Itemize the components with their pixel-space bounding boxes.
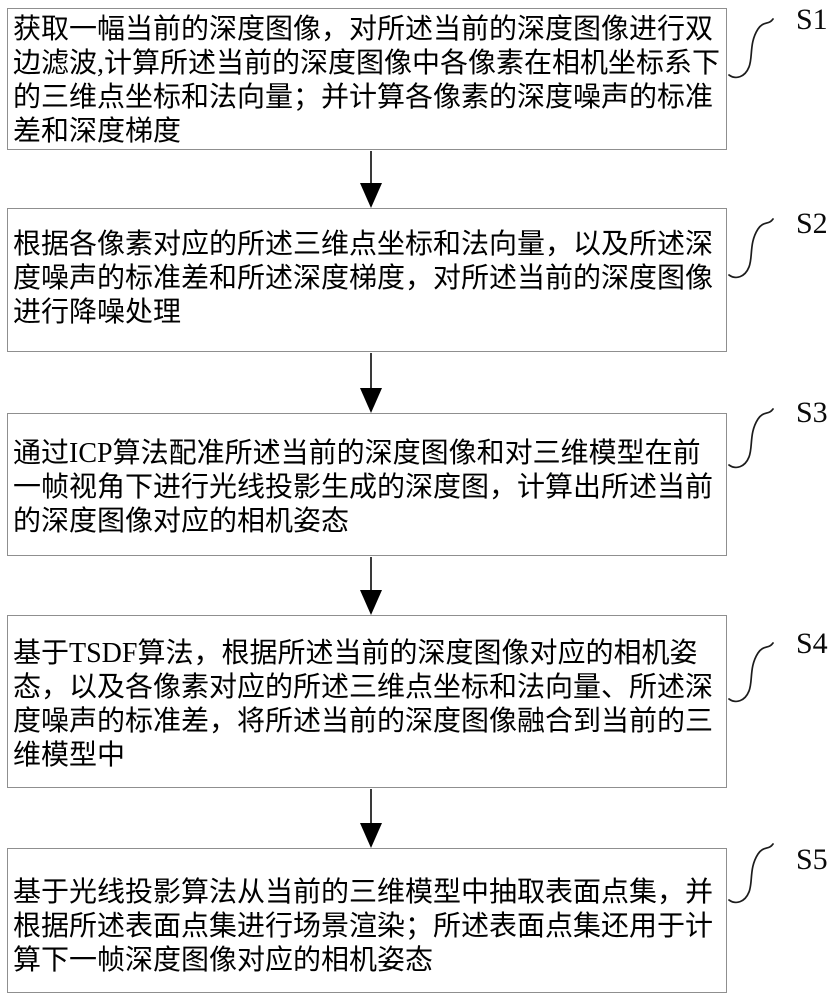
step-text-s2: 根据各像素对应的所述三维点坐标和法向量，以及所述深度噪声的标准差和所述深度梯度，… (13, 229, 714, 328)
arrow-shaft (370, 557, 372, 590)
arrow-head-icon (360, 388, 382, 413)
arrow-head-icon (360, 590, 382, 615)
step-box-s2: 根据各像素对应的所述三维点坐标和法向量，以及所述深度噪声的标准差和所述深度梯度，… (7, 208, 727, 352)
flow-arrow-s1-s2 (360, 151, 382, 208)
reference-squiggle-s1 (728, 18, 774, 79)
step-text-s4: 基于TSDF算法，根据所述当前的深度图像对应的相机姿态，以及各像素对应的所述三维… (13, 638, 714, 771)
arrow-shaft (370, 353, 372, 388)
step-label-s5: S5 (796, 843, 828, 876)
step-box-s1: 获取一幅当前的深度图像，对所述当前的深度图像进行双边滤波,计算所述当前的深度图像… (7, 8, 727, 150)
step-box-s4: 基于TSDF算法，根据所述当前的深度图像对应的相机姿态，以及各像素对应的所述三维… (7, 615, 727, 788)
arrow-shaft (370, 789, 372, 823)
reference-squiggle-s3 (728, 408, 774, 469)
arrow-shaft (370, 151, 372, 183)
step-text-s3: 通过ICP算法配准所述当前的深度图像和对三维模型在前一帧视角下进行光线投影生成的… (13, 438, 714, 537)
step-label-s3: S3 (796, 396, 828, 429)
step-box-s5: 基于光线投影算法从当前的三维模型中抽取表面点集，并根据所述表面点集进行场景渲染；… (7, 848, 727, 993)
reference-squiggle-s4 (728, 642, 774, 703)
arrow-head-icon (360, 183, 382, 208)
arrow-head-icon (360, 823, 382, 848)
step-box-s3: 通过ICP算法配准所述当前的深度图像和对三维模型在前一帧视角下进行光线投影生成的… (7, 413, 727, 556)
flow-arrow-s3-s4 (360, 557, 382, 615)
step-text-s5: 基于光线投影算法从当前的三维模型中抽取表面点集，并根据所述表面点集进行场景渲染；… (13, 877, 714, 976)
reference-squiggle-s2 (728, 218, 774, 279)
step-text-s1: 获取一幅当前的深度图像，对所述当前的深度图像进行双边滤波,计算所述当前的深度图像… (13, 14, 721, 147)
reference-squiggle-s5 (728, 843, 774, 904)
step-label-s1: S1 (796, 3, 828, 36)
step-label-s2: S2 (796, 207, 828, 240)
flow-arrow-s2-s3 (360, 353, 382, 413)
step-label-s4: S4 (796, 627, 828, 660)
flow-arrow-s4-s5 (360, 789, 382, 848)
